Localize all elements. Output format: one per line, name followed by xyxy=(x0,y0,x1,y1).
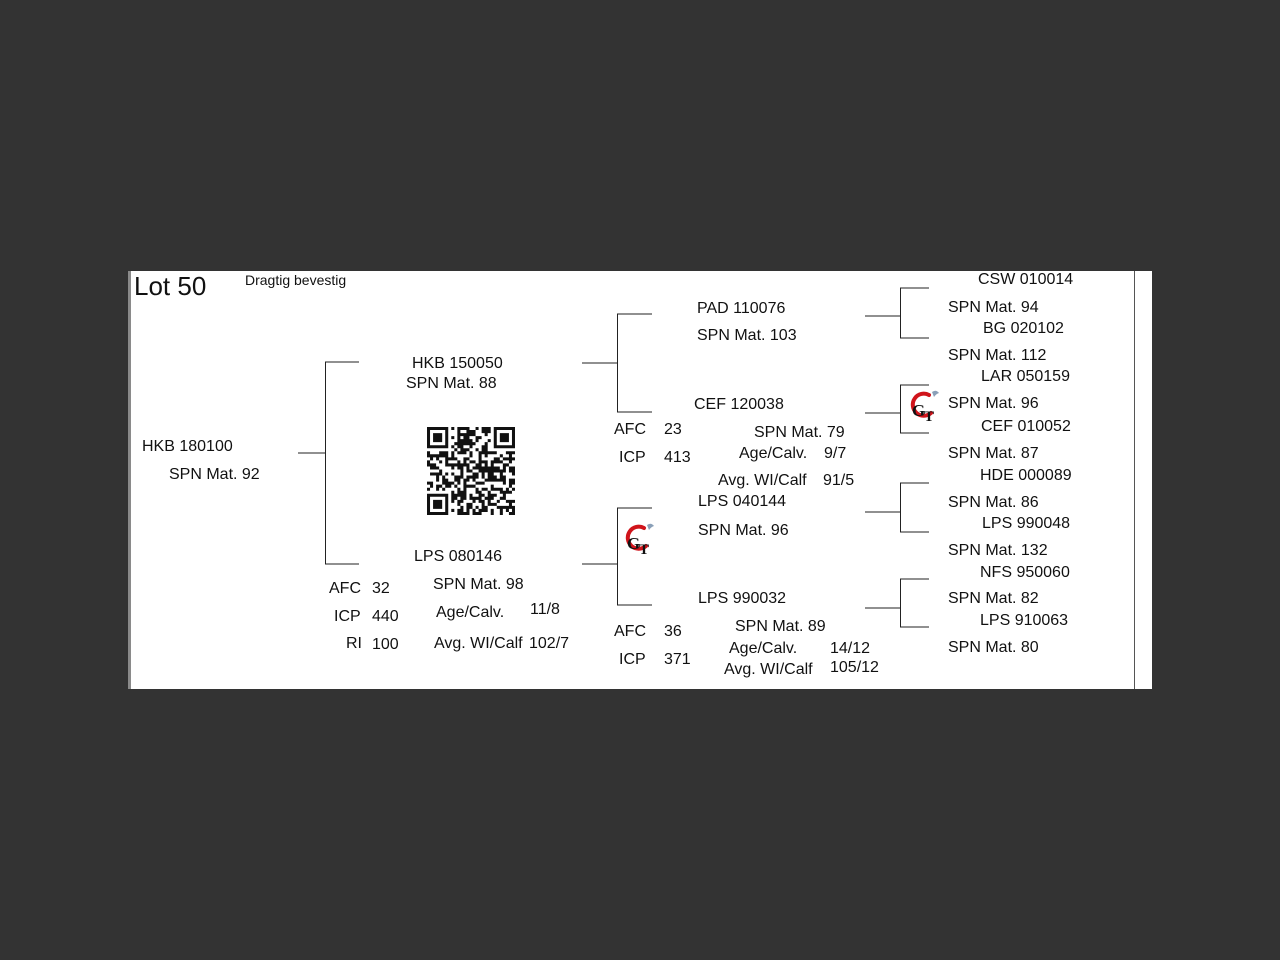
sire-id: HKB 150050 xyxy=(412,355,503,372)
gen3-spn-1: SPN Mat. 94 xyxy=(948,299,1039,316)
sheet-left-edge xyxy=(128,271,131,689)
sire-dam-age-value: 9/7 xyxy=(824,445,847,462)
animal-spn: SPN Mat. 92 xyxy=(169,466,260,483)
sire-dam-id: CEF 120038 xyxy=(694,396,784,413)
dam-dam-id: LPS 990032 xyxy=(698,590,787,607)
dam-afc-value: 32 xyxy=(372,580,390,597)
gen3-spn-7: SPN Mat. 82 xyxy=(948,590,1039,607)
pedigree-connector-lines xyxy=(298,287,929,628)
dam-icp-label: ICP xyxy=(334,608,361,625)
dam-id: LPS 080146 xyxy=(414,548,503,565)
dam-age-label: Age/Calv. xyxy=(436,604,505,621)
sire-dam-icp-value: 413 xyxy=(664,449,691,466)
dam-sire-id: LPS 040144 xyxy=(698,493,787,510)
svg-text:T: T xyxy=(924,409,934,425)
svg-text:G: G xyxy=(627,534,640,553)
pregnancy-status: Dragtig bevestig xyxy=(245,272,347,288)
dam-dam-afc-label: AFC xyxy=(614,623,646,640)
sire-dam-afc-value: 23 xyxy=(664,421,682,438)
dam-dam-age-value: 14/12 xyxy=(830,640,871,657)
gen3-spn-4: SPN Mat. 87 xyxy=(948,445,1039,462)
dam-afc-label: AFC xyxy=(329,580,361,597)
sire-dam-wi-value: 91/5 xyxy=(823,472,855,489)
gt-logo-icon: G T xyxy=(910,390,939,425)
dam-dam-spn: SPN Mat. 89 xyxy=(735,618,826,635)
sire-dam-icp-label: ICP xyxy=(619,449,646,466)
gen3-spn-5: SPN Mat. 86 xyxy=(948,494,1039,511)
dam-wi-label: Avg. WI/Calf xyxy=(434,635,523,652)
dam-dam-icp-value: 371 xyxy=(664,651,691,668)
gen3-id-1: CSW 010014 xyxy=(978,271,1074,288)
dam-dam-wi-label: Avg. WI/Calf xyxy=(724,661,813,678)
sheet-right-border xyxy=(1134,271,1135,689)
dam-sire-spn: SPN Mat. 96 xyxy=(698,522,789,539)
dam-dam-afc-value: 36 xyxy=(664,623,682,640)
svg-text:G: G xyxy=(912,401,925,420)
sire-dam-age-label: Age/Calv. xyxy=(739,445,808,462)
sire-spn: SPN Mat. 88 xyxy=(406,375,497,392)
qr-code xyxy=(427,427,515,515)
sire-sire-id: PAD 110076 xyxy=(697,300,786,317)
sire-dam-wi-label: Avg. WI/Calf xyxy=(718,472,807,489)
gen3-id-4: CEF 010052 xyxy=(981,418,1071,435)
gen3-spn-6: SPN Mat. 132 xyxy=(948,542,1048,559)
sire-dam-spn: SPN Mat. 79 xyxy=(754,424,845,441)
gen3-spn-3: SPN Mat. 96 xyxy=(948,395,1039,412)
dam-ri-label: RI xyxy=(346,635,362,652)
gen3-spn-8: SPN Mat. 80 xyxy=(948,639,1039,656)
gen3-id-6: LPS 990048 xyxy=(982,515,1071,532)
dam-icp-value: 440 xyxy=(372,608,399,625)
pedigree-sheet: Lot 50 Dragtig bevestig HKB 180100 SPN M… xyxy=(128,271,1152,689)
lot-number: Lot 50 xyxy=(134,271,207,301)
dam-dam-icp-label: ICP xyxy=(619,651,646,668)
dam-dam-wi-value: 105/12 xyxy=(830,659,879,676)
dam-wi-value: 102/7 xyxy=(529,635,570,652)
gen3-spn-2: SPN Mat. 112 xyxy=(948,347,1047,364)
dam-dam-age-label: Age/Calv. xyxy=(729,640,798,657)
gt-logo-icon: G T xyxy=(625,523,654,558)
gen3-id-8: LPS 910063 xyxy=(980,612,1069,629)
gen3-id-3: LAR 050159 xyxy=(981,368,1070,385)
dam-age-value: 11/8 xyxy=(530,601,560,618)
animal-id: HKB 180100 xyxy=(142,438,233,455)
sire-sire-spn: SPN Mat. 103 xyxy=(697,327,797,344)
gen3-id-5: HDE 000089 xyxy=(980,467,1072,484)
svg-text:T: T xyxy=(639,542,649,558)
sire-dam-afc-label: AFC xyxy=(614,421,646,438)
dam-ri-value: 100 xyxy=(372,636,399,653)
gen3-id-7: NFS 950060 xyxy=(980,564,1070,581)
gen3-id-2: BG 020102 xyxy=(983,320,1064,337)
dam-spn: SPN Mat. 98 xyxy=(433,576,524,593)
